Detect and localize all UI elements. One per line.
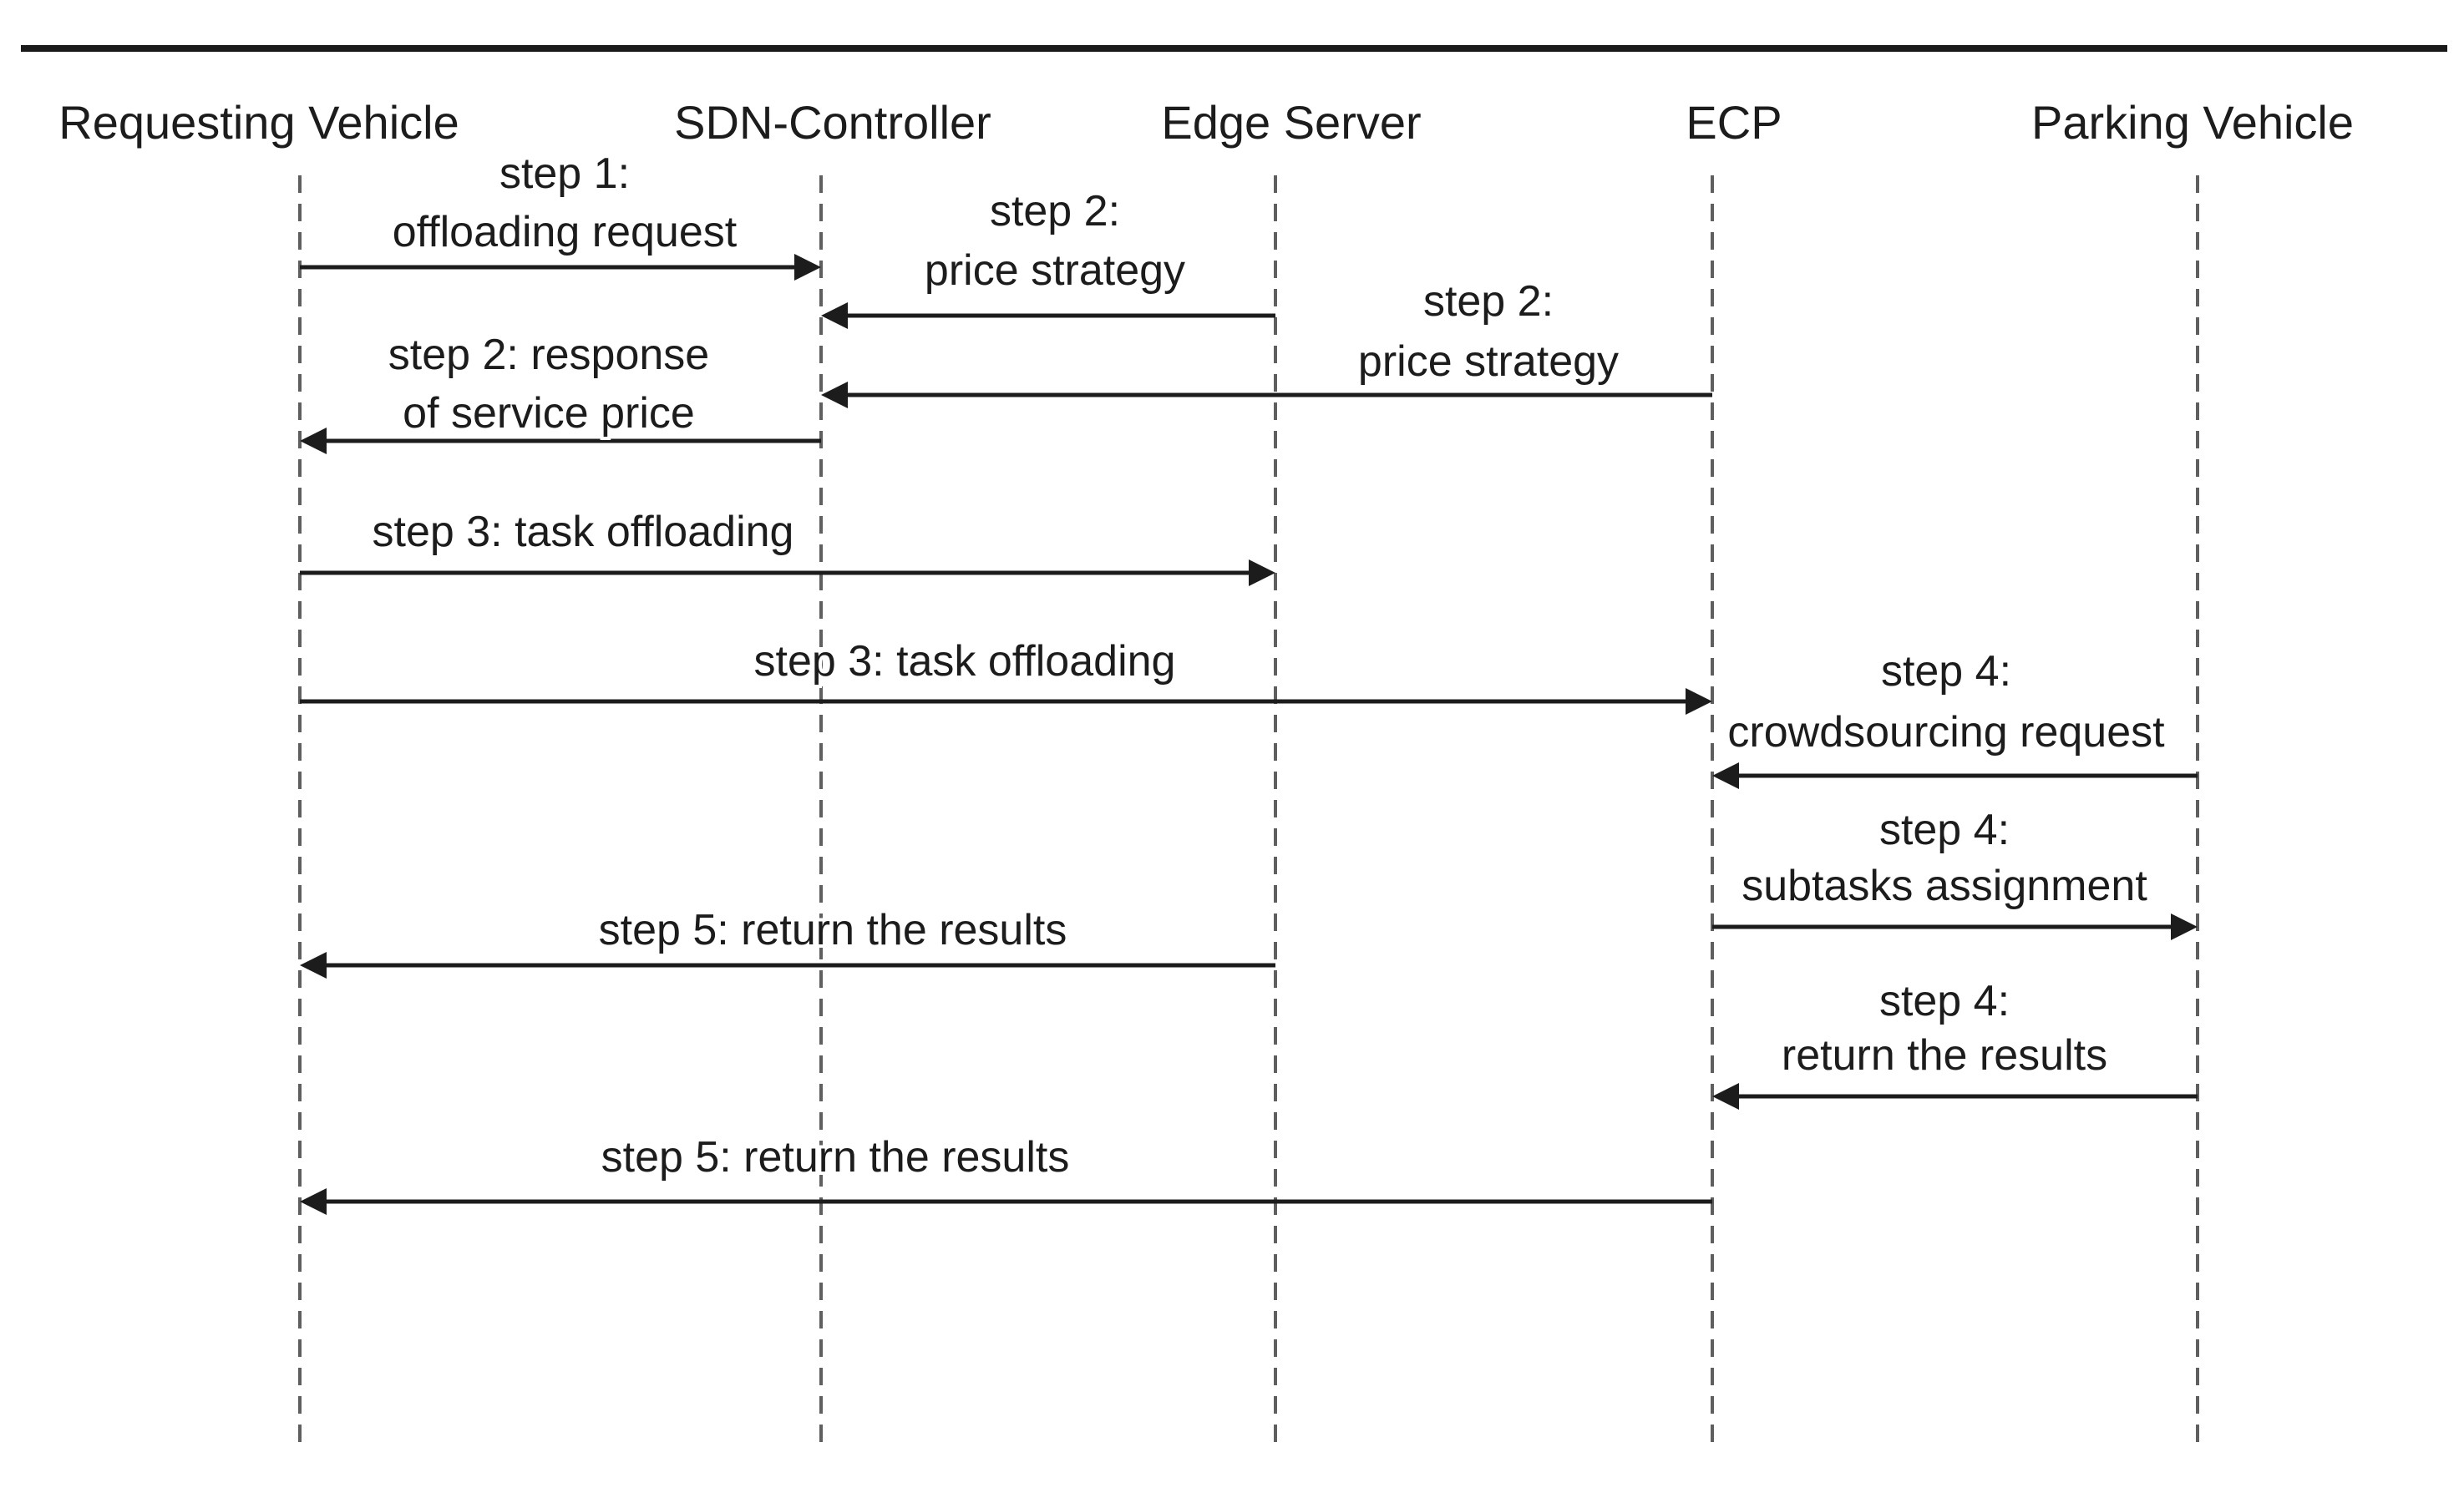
message-arrowhead-step2-response-of-service-price	[300, 428, 327, 454]
message-arrowhead-step4-return-the-results	[1712, 1083, 1739, 1110]
actor-label-sdn-controller: SDN-Controller	[674, 96, 991, 149]
message-arrowhead-step1-offloading-request	[794, 254, 821, 281]
message-label-step1-offloading-request-line2: offloading request	[393, 208, 738, 256]
message-label-step2-price-strategy-from-edge-line1: step 2:	[990, 187, 1120, 235]
message-label-step4-crowdsourcing-request-line2: crowdsourcing request	[1727, 708, 2165, 757]
message-label-step4-subtasks-assignment-line1: step 4:	[1879, 806, 2010, 854]
message-label-step2-response-of-service-price-line1: step 2: response	[388, 331, 709, 379]
message-label-step2-price-strategy-from-ecp-line2: price strategy	[1358, 337, 1619, 386]
message-label-step3-task-offloading-to-edge-line1: step 3: task offloading	[373, 508, 794, 556]
actor-label-edge-server: Edge Server	[1161, 96, 1422, 149]
message-label-step4-crowdsourcing-request-line1: step 4:	[1881, 647, 2011, 696]
message-arrowhead-step2-price-strategy-from-edge	[821, 302, 848, 329]
actor-label-ecp: ECP	[1686, 96, 1782, 149]
message-label-step4-return-the-results-line2: return the results	[1782, 1031, 2107, 1080]
message-label-step2-response-of-service-price-line2: of service price	[403, 389, 695, 438]
message-arrowhead-step4-crowdsourcing-request	[1712, 762, 1739, 789]
message-label-step4-subtasks-assignment-line2: subtasks assignment	[1742, 862, 2147, 910]
message-arrowhead-step3-task-offloading-to-edge	[1249, 559, 1275, 586]
message-arrowhead-step3-task-offloading-to-ecp	[1686, 688, 1712, 715]
message-arrowhead-step5-return-results-from-ecp	[300, 1188, 327, 1215]
actor-label-parking-vehicle: Parking Vehicle	[2031, 96, 2355, 149]
message-arrowhead-step2-price-strategy-from-ecp	[821, 382, 848, 408]
message-label-step5-return-results-from-ecp-line1: step 5: return the results	[601, 1133, 1070, 1182]
top-rule	[21, 45, 2447, 52]
actor-label-requesting-vehicle: Requesting Vehicle	[58, 96, 459, 149]
message-label-step2-price-strategy-from-ecp-line1: step 2:	[1423, 277, 1554, 326]
message-label-step1-offloading-request-line1: step 1:	[499, 149, 630, 198]
message-label-step4-return-the-results-line1: step 4:	[1879, 977, 2010, 1025]
message-arrowhead-step5-return-results-from-edge	[300, 952, 327, 979]
message-arrowhead-step4-subtasks-assignment	[2171, 913, 2198, 940]
message-label-step2-price-strategy-from-edge-line2: price strategy	[925, 246, 1185, 295]
message-label-step3-task-offloading-to-ecp-line1: step 3: task offloading	[754, 637, 1176, 686]
message-label-step5-return-results-from-edge-line1: step 5: return the results	[599, 906, 1067, 954]
